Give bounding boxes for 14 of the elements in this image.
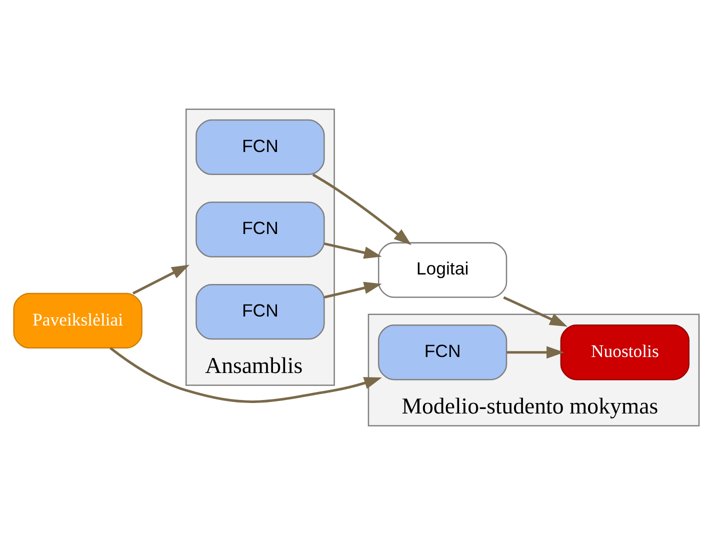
node-box: Paveikslėliai bbox=[13, 292, 142, 348]
arrow bbox=[324, 281, 382, 298]
node-box: FCN bbox=[378, 324, 508, 380]
node-box: FCN bbox=[196, 201, 325, 257]
arrow bbox=[506, 346, 564, 358]
arrow bbox=[132, 264, 190, 294]
arrow bbox=[110, 346, 382, 402]
node-box: FCN bbox=[196, 283, 325, 340]
arrow bbox=[324, 242, 382, 258]
arrow bbox=[312, 173, 412, 245]
node-box: FCN bbox=[196, 118, 325, 175]
node-box: Nuostolis bbox=[560, 324, 690, 380]
arrow bbox=[503, 296, 568, 326]
node-box: Logitai bbox=[378, 242, 508, 298]
